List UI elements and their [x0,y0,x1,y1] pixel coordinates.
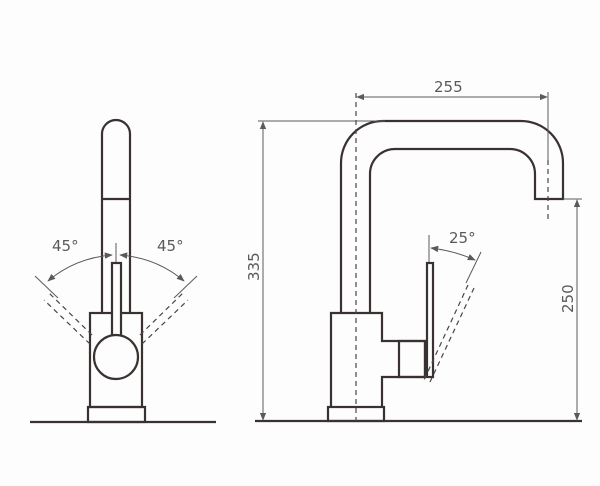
front-base [86,405,147,424]
side-cartridge-block [397,339,427,379]
front-spout [100,118,132,313]
right-handle-dash [139,291,185,336]
handle-angle-label: 25° [449,229,476,247]
side-view: 255 335 250 25° [245,78,582,423]
front-cartridge-circle [92,333,140,381]
front-view: 45° 45° [30,118,216,424]
front-handle [110,261,123,339]
left-limit-line [34,275,59,299]
side-base [326,405,386,423]
right-angle-arc [119,252,185,282]
right-handle-dash [141,299,189,345]
side-handle [425,261,435,379]
side-body [329,311,427,407]
right-angle-label: 45° [157,237,184,255]
side-handle-dash [429,287,475,383]
left-angle-arc [47,252,113,282]
reach-label: 255 [434,78,463,96]
left-angle-label: 45° [52,237,79,255]
left-handle-dash [47,291,93,336]
height-label: 335 [245,252,263,281]
handle-limit-line [465,251,482,284]
left-handle-dash [43,299,91,345]
right-limit-line [173,275,198,299]
spout-height-label: 250 [559,284,577,313]
handle-angle-arc [430,245,476,261]
side-spout [339,119,565,313]
